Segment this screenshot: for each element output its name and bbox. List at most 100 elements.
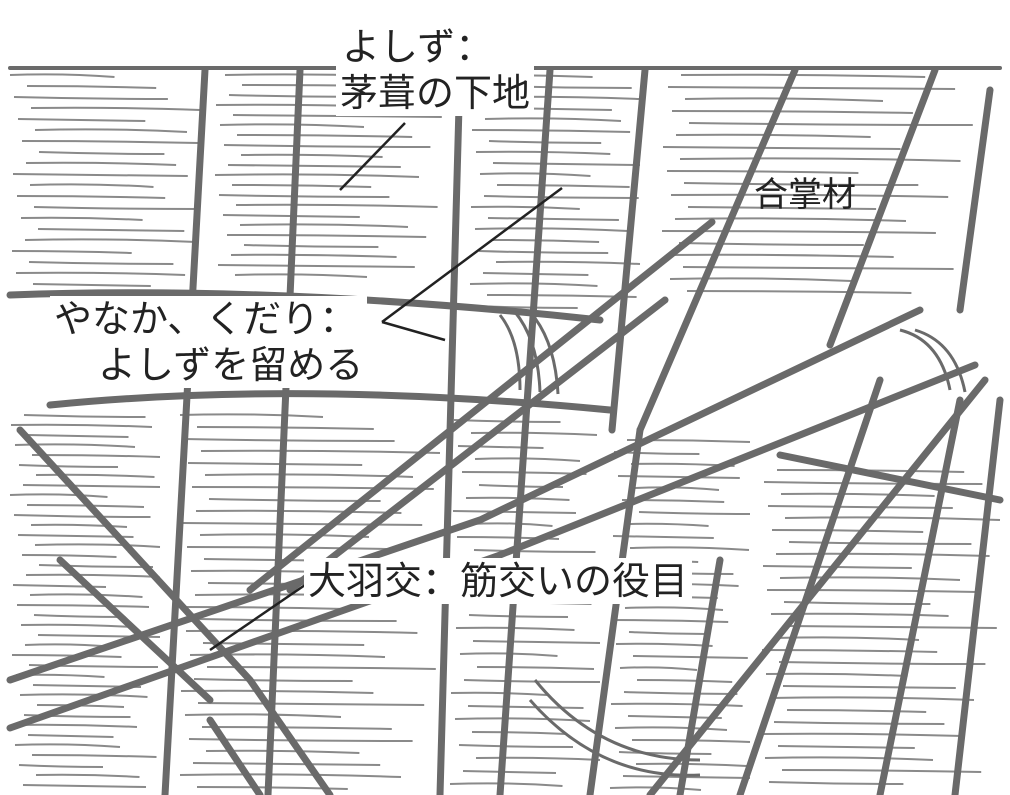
hatch-stroke: [20, 216, 143, 221]
hatch-stroke: [18, 464, 119, 468]
pole-10: [646, 376, 989, 795]
hatch-stroke: [682, 266, 954, 270]
hatch-stroke: [780, 492, 935, 497]
hatch-stroke: [33, 206, 201, 210]
hatch-stroke: [29, 183, 154, 188]
label-gassho: 合掌材: [754, 175, 856, 215]
hatch-stroke: [611, 619, 729, 623]
hatch-stroke: [19, 693, 148, 698]
hatch-stroke: [638, 511, 751, 515]
hatch-stroke: [235, 203, 438, 208]
hatch-stroke: [30, 106, 201, 111]
hatch-stroke: [24, 238, 197, 243]
hatch-stroke: [16, 604, 150, 608]
hatch-stroke: [474, 227, 629, 232]
hatch-stroke: [479, 172, 591, 177]
hatch-stroke: [610, 702, 743, 707]
hatch-stroke: [628, 631, 708, 635]
hatch-stroke: [764, 756, 934, 761]
hatch-stroke: [491, 239, 600, 243]
hatch-stroke: [14, 443, 136, 448]
hatch-stroke: [455, 626, 575, 631]
hatch-stroke: [458, 744, 574, 748]
hatch-stroke: [13, 514, 151, 518]
hatch-stroke: [492, 162, 641, 166]
tie-4: [899, 328, 952, 391]
hatch-stroke: [474, 457, 581, 462]
label-yanaka-line2: よしずを留める: [98, 343, 364, 387]
hatch-stroke: [184, 713, 342, 718]
hatch-stroke: [10, 423, 153, 428]
hatch-stroke: [182, 522, 423, 526]
hatch-stroke: [27, 734, 114, 738]
hatch-stroke: [680, 73, 926, 78]
rope-ties: [498, 311, 967, 777]
tie-1: [498, 314, 522, 391]
hatch-stroke: [687, 206, 877, 210]
hatch-stroke: [231, 184, 372, 188]
hatch-stroke: [239, 223, 409, 228]
hatch-stroke: [9, 493, 108, 498]
hatch-stroke: [763, 481, 983, 485]
diag-left-2: [56, 556, 214, 704]
hatch-stroke: [25, 573, 160, 578]
leader-yanaka-1: [381, 186, 563, 324]
hatch-stroke: [667, 86, 956, 90]
hatch-stroke: [15, 271, 186, 276]
hatch-stroke: [219, 123, 365, 128]
hatch-stroke: [476, 666, 595, 670]
hatch-stroke: [20, 623, 133, 628]
leader-lines: [209, 122, 563, 652]
leader-oohako: [209, 583, 306, 652]
hatch-stroke: [217, 264, 415, 268]
hatch-stroke: [767, 505, 953, 509]
tie-6: [533, 679, 701, 762]
hatch-stroke: [22, 484, 161, 488]
hatch-stroke: [675, 133, 871, 138]
hatch-stroke: [636, 679, 733, 683]
hatch-stroke: [32, 283, 151, 287]
hatch-stroke: [771, 529, 924, 533]
label-yanaka: やなか、くだり： よしずを留める: [50, 296, 368, 388]
hatch-stroke: [679, 157, 961, 162]
gassho-rafter-right: [636, 66, 799, 434]
hatch-stroke: [450, 691, 548, 696]
pole-7: [736, 376, 884, 795]
hatch-stroke: [487, 217, 619, 221]
pole-5: [826, 66, 939, 349]
hatch-stroke: [766, 589, 979, 593]
hatch-stroke: [625, 522, 709, 527]
hatch-stroke: [17, 118, 146, 122]
hatch-stroke: [775, 552, 990, 557]
hatch-stroke: [483, 195, 639, 199]
hatch-stroke: [614, 726, 728, 731]
pole-8: [876, 396, 964, 795]
hatch-stroke: [13, 96, 168, 100]
hatch-stroke: [230, 253, 397, 258]
hatch-stroke: [21, 554, 117, 558]
tie-7: [528, 699, 701, 777]
hatch-stroke: [187, 462, 363, 466]
pole-9: [951, 396, 1004, 795]
hatch-stroke: [31, 754, 157, 758]
hatch-stroke: [23, 414, 146, 418]
hatch-stroke: [185, 629, 418, 634]
hatch-stroke: [38, 564, 154, 568]
hatch-stroke: [25, 161, 177, 166]
hatch-stroke: [188, 738, 413, 742]
hatch-stroke: [470, 205, 580, 210]
hatch-stroke: [195, 509, 402, 514]
hatch-stroke: [30, 523, 128, 528]
hatch-stroke: [232, 114, 442, 118]
hatch-stroke: [223, 144, 431, 148]
hatch-stroke: [240, 153, 383, 158]
hatch-stroke: [38, 151, 165, 155]
hatch-stroke: [35, 473, 155, 478]
hatch-stroke: [227, 164, 401, 168]
hatch-stroke: [478, 250, 609, 254]
hatch-stroke: [183, 438, 395, 442]
hatch-stroke: [26, 85, 157, 89]
hatch-stroke: [14, 743, 121, 748]
